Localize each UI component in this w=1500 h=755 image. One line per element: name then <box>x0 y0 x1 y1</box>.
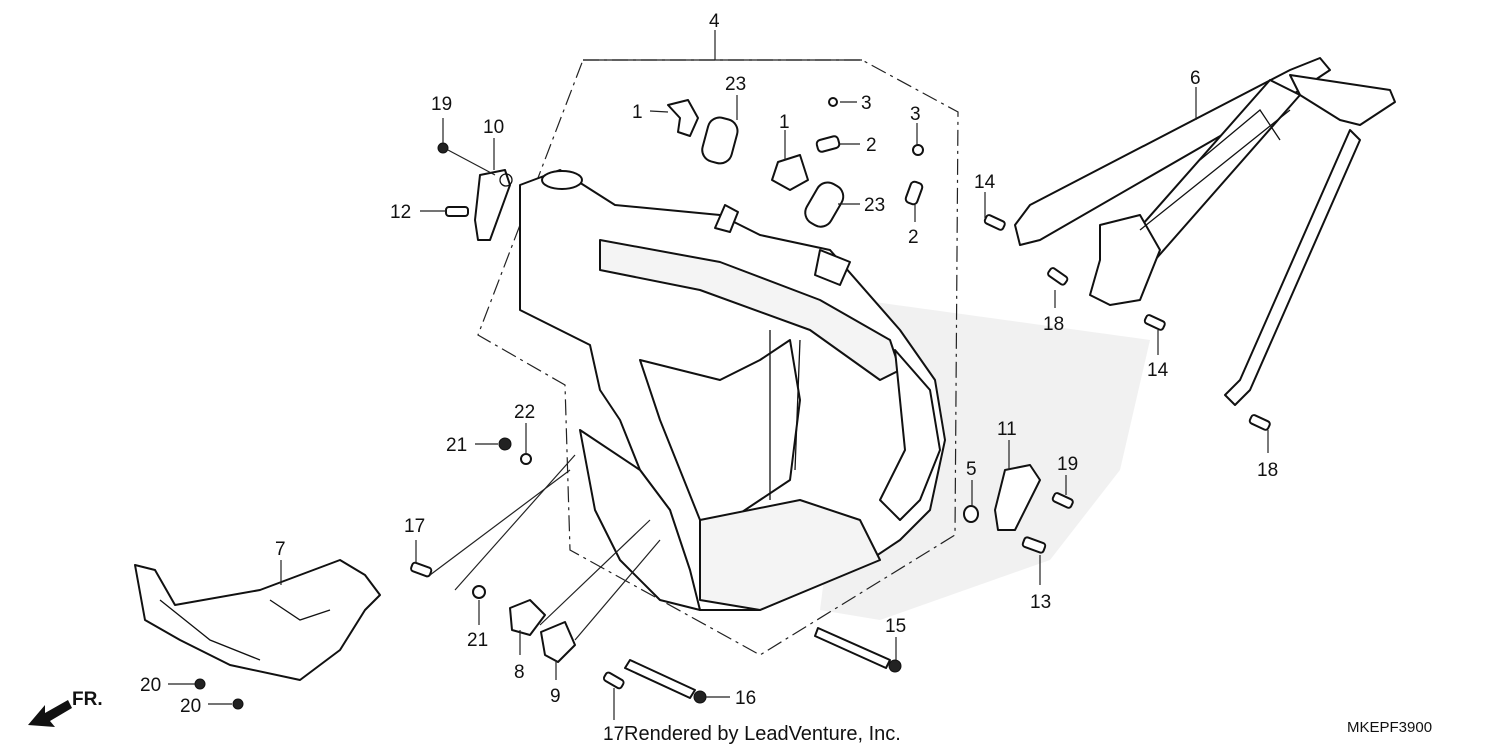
callout-6: 6 <box>1190 68 1201 89</box>
direction-label: FR. <box>72 689 103 710</box>
callout-12: 12 <box>390 202 411 223</box>
callout-2-top: 2 <box>866 135 877 156</box>
callout-9: 9 <box>550 686 561 707</box>
callout-14-bottom: 14 <box>1147 360 1169 381</box>
callout-15: 15 <box>885 616 906 637</box>
callout-17-left: 17 <box>404 516 425 537</box>
callout-18-right: 18 <box>1257 460 1278 481</box>
leader-lines <box>168 87 1269 720</box>
callout-17-bottom: 17 <box>603 724 624 745</box>
callout-21-bottom: 21 <box>467 630 488 651</box>
hardware-parts <box>194 97 1271 710</box>
frame-assembly-boundary <box>477 30 959 656</box>
callout-20-bottom: 20 <box>180 696 201 717</box>
callout-20-top: 20 <box>140 675 161 696</box>
callout-labels: 4 23 1 1 3 2 3 23 2 19 10 12 6 14 18 14 … <box>140 11 1278 745</box>
diagram-code: MKEPF3900 <box>1347 719 1432 736</box>
callout-11: 11 <box>997 419 1017 440</box>
front-direction-arrow: FR. <box>28 689 103 727</box>
callout-8: 8 <box>514 662 525 683</box>
callout-1-left: 1 <box>632 102 643 123</box>
callout-10: 10 <box>483 117 504 138</box>
callout-4: 4 <box>709 11 720 32</box>
callout-23-mid: 23 <box>864 195 885 216</box>
callout-22: 22 <box>514 402 535 423</box>
callout-2-right: 2 <box>908 227 919 248</box>
skid-plate <box>134 559 381 681</box>
callout-16: 16 <box>735 688 756 709</box>
callout-7: 7 <box>275 539 286 560</box>
callout-3-top: 3 <box>861 93 872 114</box>
callout-23-top: 23 <box>725 74 746 95</box>
callout-5: 5 <box>966 459 977 480</box>
callout-19-left: 19 <box>431 94 452 115</box>
rear-subframe <box>1014 57 1396 406</box>
rendered-by-watermark: Rendered by LeadVenture, Inc. <box>624 723 901 745</box>
callout-3-right: 3 <box>910 104 921 125</box>
callout-18-mid: 18 <box>1043 314 1064 335</box>
callout-21-top: 21 <box>446 435 467 456</box>
callout-14-top: 14 <box>974 172 996 193</box>
callout-1-mid: 1 <box>779 112 790 133</box>
main-frame <box>519 169 946 611</box>
callout-13: 13 <box>1030 592 1051 613</box>
callout-19-right: 19 <box>1057 454 1078 475</box>
